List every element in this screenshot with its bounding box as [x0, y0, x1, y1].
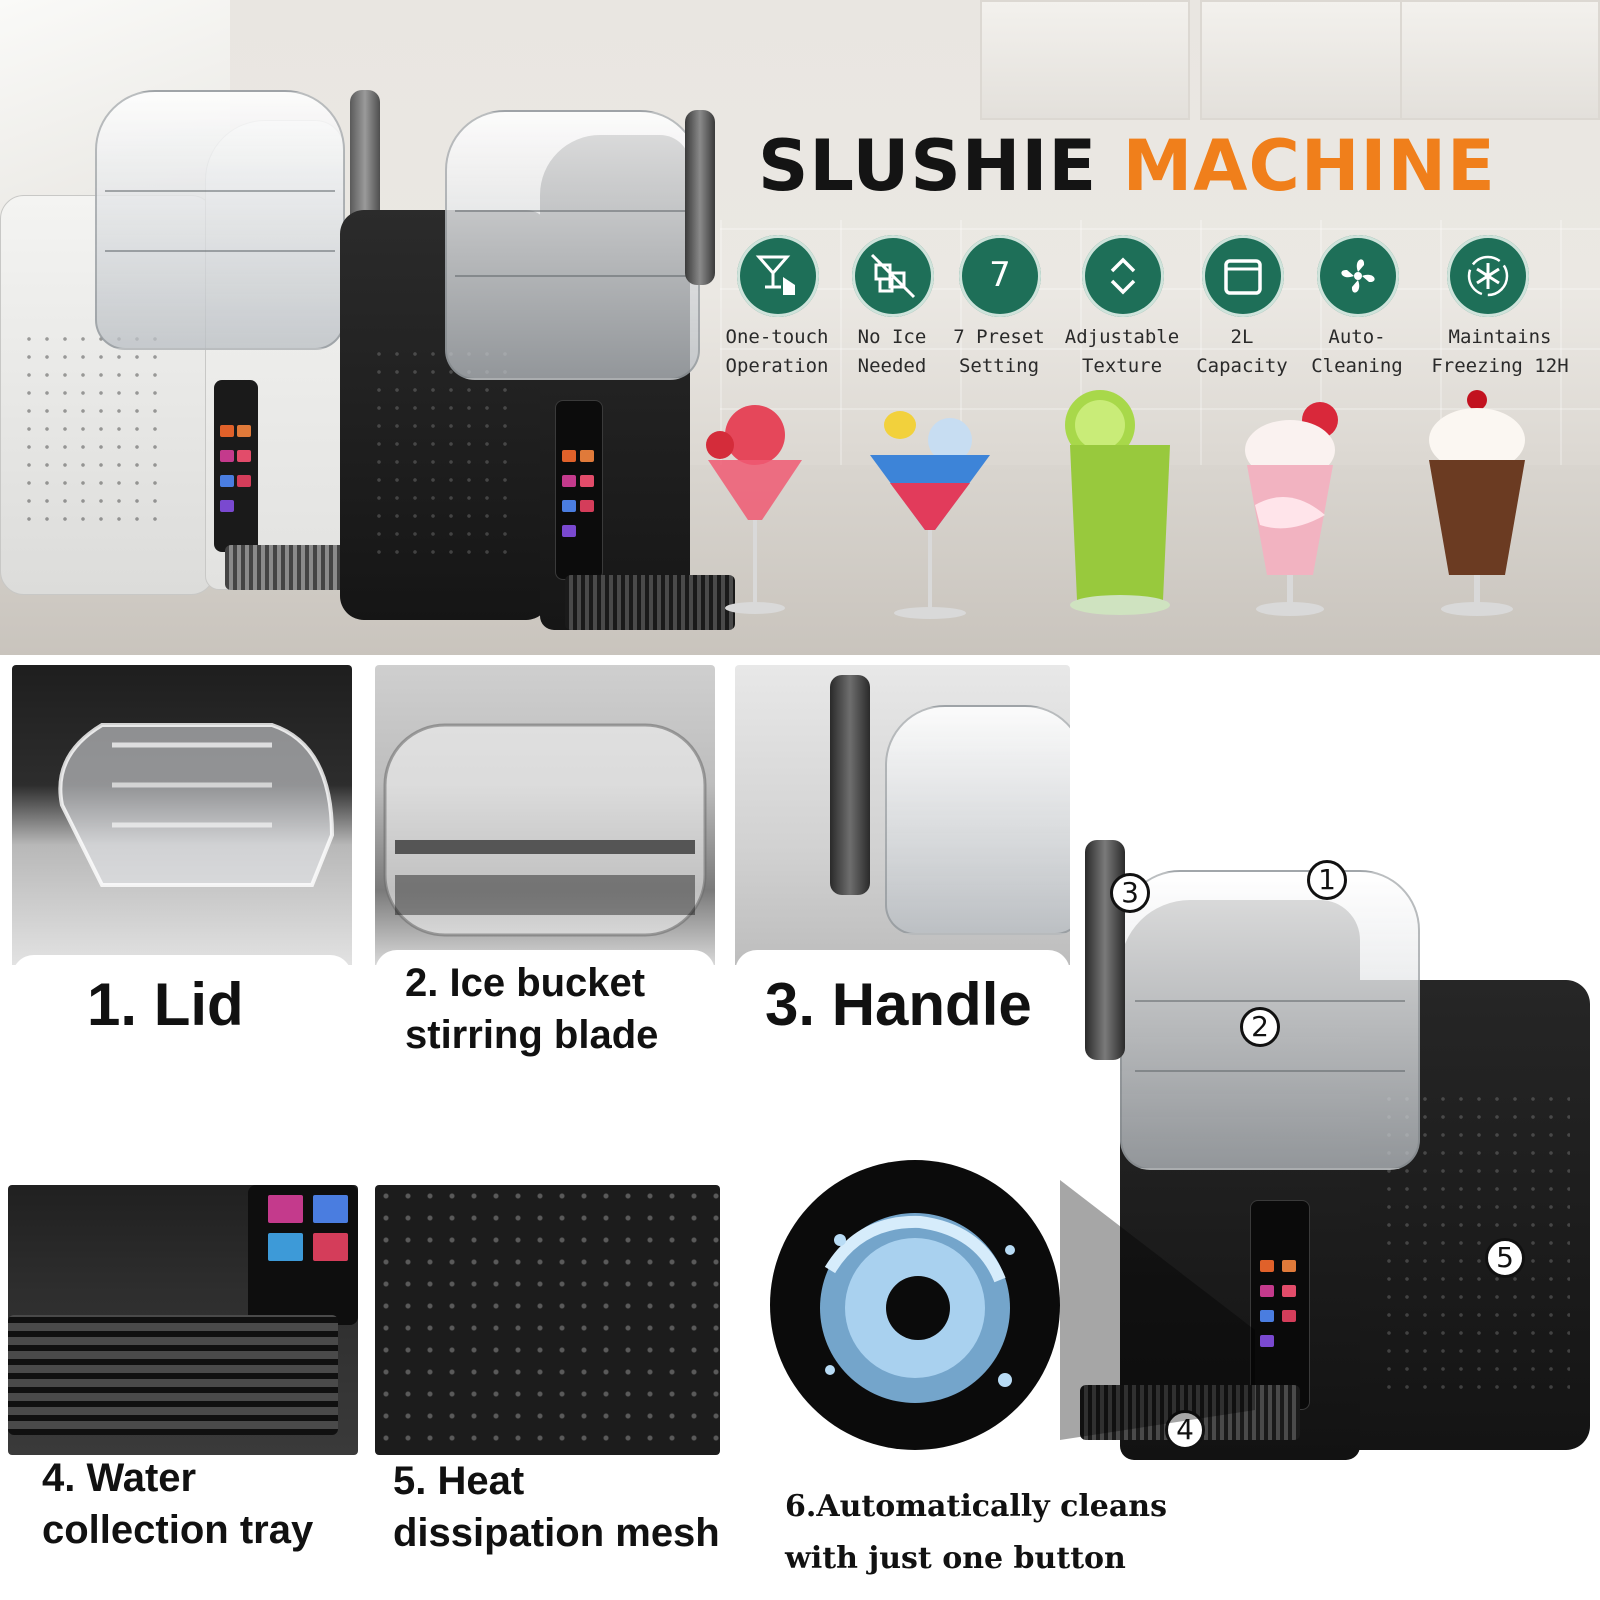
tray-photo [8, 1315, 338, 1435]
feature-label-line2: Capacity [1196, 355, 1288, 377]
caption-clean-line1: 6.Automatically cleans [785, 1489, 1167, 1524]
zoom-connector [1060, 1180, 1255, 1440]
black-slushie-machine [340, 105, 740, 650]
strawberry-milkshake-drink [1245, 402, 1338, 616]
blue-cocktail-drink [870, 411, 990, 619]
title-word-machine: MACHINE [1122, 125, 1496, 207]
callout-2: 2 [1240, 1007, 1280, 1047]
chocolate-milkshake-drink [1429, 390, 1525, 616]
feature-label-line1: Auto- [1328, 326, 1386, 348]
feature-label-line1: One-touch [725, 326, 829, 348]
feature-label-line1: Maintains [1448, 326, 1552, 348]
preset-button-photo [313, 1195, 348, 1223]
part-tile-stirring-blade: 2. Ice bucket stirring blade [375, 665, 715, 1060]
handle-photo [830, 675, 870, 895]
caption-lid: 1. Lid [87, 971, 244, 1038]
feature-label-line2: Freezing 12H [1431, 355, 1569, 377]
part-tile-lid: 1. Lid [12, 665, 352, 1055]
feature-label-line1: 7 Preset [953, 326, 1045, 348]
feature-label-line2: Texture [1081, 355, 1163, 377]
feature-capacity: 2L Capacity [1180, 235, 1304, 385]
feature-label-line2: Operation [725, 355, 829, 377]
caption-tray-line1: 4. Water [42, 1456, 197, 1500]
kitchen-cabinet [1400, 0, 1600, 120]
part-tile-water-tray [8, 1185, 358, 1455]
feature-label-line2: Setting [958, 355, 1040, 377]
feature-label-line1: No Ice [857, 326, 927, 348]
caption-blade-line2: stirring blade [405, 1013, 659, 1057]
caption-handle: 3. Handle [765, 971, 1032, 1038]
annotated-machine [1080, 840, 1600, 1480]
callout-4: 4 [1165, 1410, 1205, 1450]
touch-cocktail-icon [737, 235, 819, 317]
fan-icon [1317, 235, 1399, 317]
lid-photo [58, 723, 335, 887]
feature-auto-cleaning: Auto- Cleaning [1295, 235, 1419, 385]
number-seven-icon: 7 [959, 235, 1041, 317]
white-slushie-machine [0, 80, 390, 620]
caption-clean-line2: with just one button [785, 1541, 1126, 1576]
water-splash-icon [820, 1213, 1015, 1403]
snowflake-cycle-icon [1447, 235, 1529, 317]
handle-drum-photo [885, 705, 1070, 935]
feature-label-line2: Cleaning [1311, 355, 1403, 377]
feature-label-line1: Adjustable [1064, 326, 1180, 348]
preset-button-photo [268, 1233, 303, 1261]
callout-1: 1 [1307, 860, 1347, 900]
part-tile-handle: 3. Handle [735, 665, 1070, 1060]
preset-button-photo [313, 1233, 348, 1261]
preset-count: 7 [989, 255, 1011, 295]
no-ice-icon [852, 235, 934, 317]
green-smoothie-drink [1065, 390, 1170, 615]
caption-blade-line1: 2. Ice bucket [405, 961, 646, 1005]
strawberry-margarita-drink [706, 405, 802, 614]
product-title: SLUSHIE MACHINE [758, 125, 1558, 215]
callout-3: 3 [1110, 873, 1150, 913]
feature-label-line1: 2L [1230, 326, 1254, 348]
cleaning-splash-circle [770, 1160, 1060, 1450]
stirring-blade-photo [383, 723, 707, 937]
mesh-photo [375, 1185, 720, 1455]
callout-5: 5 [1485, 1238, 1525, 1278]
title-word-slushie: SLUSHIE [758, 125, 1098, 207]
caption-tray-line2: collection tray [42, 1508, 314, 1552]
caption-mesh-line2: dissipation mesh [393, 1511, 720, 1555]
preset-button-photo [268, 1195, 303, 1223]
kitchen-cabinet [1200, 0, 1410, 120]
container-icon [1202, 235, 1284, 317]
kitchen-cabinet [980, 0, 1190, 120]
chevron-up-down-icon [1082, 235, 1164, 317]
feature-label-line2: Needed [857, 355, 927, 377]
caption-mesh-line1: 5. Heat [393, 1459, 525, 1503]
part-tile-heat-mesh [375, 1185, 720, 1455]
